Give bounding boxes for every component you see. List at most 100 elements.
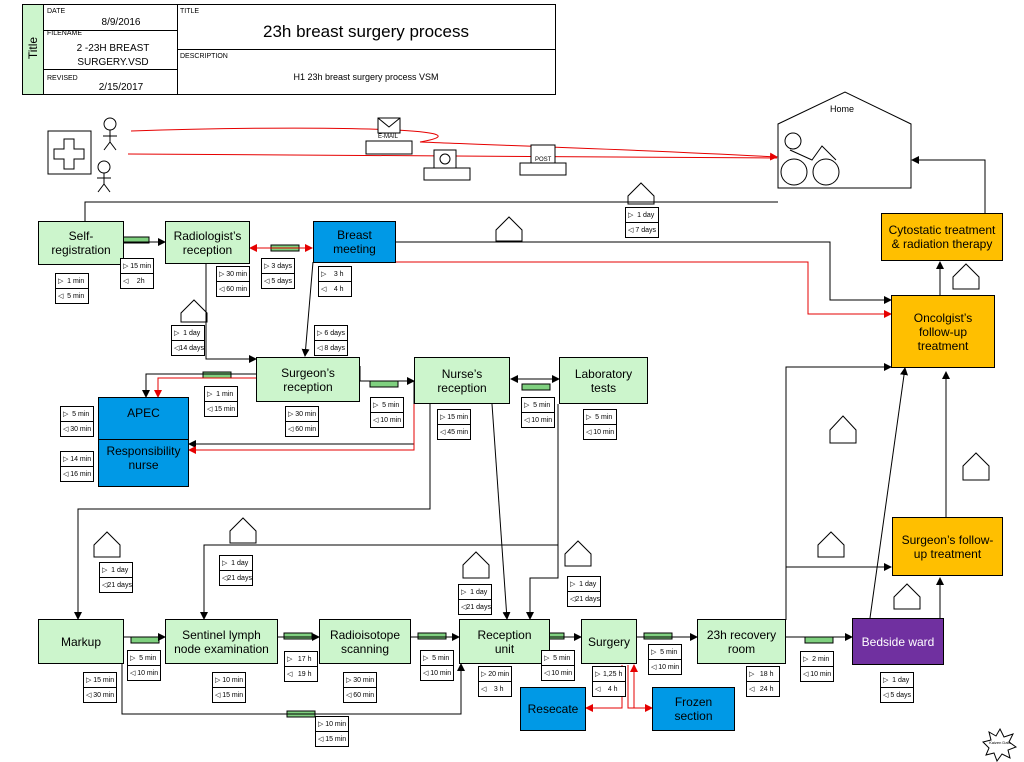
responsibility-nurse-label: Responsibility nurse — [106, 444, 181, 472]
time-box-nurse: ▷15 min◁45 min — [437, 409, 471, 440]
time-box-reception: ▷20 min◁3 h — [478, 666, 512, 697]
time-max: 21 days — [575, 595, 600, 603]
time-max: 60 min — [353, 691, 375, 699]
process-oncologist: Oncolgist’s follow-up treatment — [891, 295, 995, 368]
filename-label: FILENAME — [47, 30, 83, 37]
time-max: 10 min — [658, 663, 680, 671]
time-max: 10 min — [531, 416, 553, 424]
process-surgery: Surgery — [581, 619, 637, 664]
time-min: 5 min — [382, 401, 400, 409]
time-box-surg-to-nurse: ▷5 min◁10 min — [370, 397, 404, 428]
time-box-sentinel: ▷10 min◁15 min — [212, 672, 246, 703]
time-box-rad-to-surg: ▷1 day◁14 days — [171, 325, 205, 356]
time-min: 5 min — [533, 401, 551, 409]
time-max: 21 days — [466, 603, 491, 611]
information-flow-lines — [142, 244, 892, 712]
time-min: 1 day — [231, 559, 249, 567]
time-max: 2h — [136, 277, 145, 285]
time-box-breast: ▷3 h◁4 h — [318, 266, 352, 297]
time-box-markup: ▷15 min◁30 min — [83, 672, 117, 703]
time-box-rad-to-breast: ▷3 days◁5 days — [261, 258, 295, 289]
time-min: 30 min — [226, 270, 248, 278]
time-min: 30 min — [295, 410, 317, 418]
time-min: 14 min — [70, 455, 92, 463]
time-min: 1 day — [579, 580, 597, 588]
process-nurses-reception: Nurse’s reception — [414, 357, 510, 404]
time-box-markup-to-sent: ▷5 min◁10 min — [127, 650, 161, 681]
time-min: 18 h — [759, 670, 774, 678]
time-box-resp-nurse: ▷14 min◁16 min — [60, 451, 94, 482]
process-resecate: Resecate — [520, 687, 586, 731]
kaizen-logo-label: Kaizen Data — [989, 740, 1011, 745]
email-label: E-MAIL — [378, 134, 399, 140]
time-min: 1,25 h — [602, 670, 623, 678]
time-max: 30 min — [70, 425, 92, 433]
time-max: 10 min — [593, 428, 615, 436]
time-min: 20 min — [488, 670, 510, 678]
post-icon — [519, 144, 567, 176]
time-max: 3 h — [493, 685, 504, 693]
time-max: 4 h — [333, 285, 344, 293]
time-min: 1 day — [637, 211, 655, 219]
time-max: 15 min — [325, 735, 347, 743]
time-box-recov-to-bed: ▷2 min◁10 min — [800, 651, 834, 682]
time-box-to-apec: ▷1 min◁15 min — [204, 386, 238, 417]
time-box-surg-rec: ▷30 min◁60 min — [285, 406, 319, 437]
time-box-recovery: ▷18 h◁24 h — [746, 666, 780, 697]
time-box-self-reg: ▷1 min◁5 min — [55, 273, 89, 304]
phone-icon — [423, 149, 471, 181]
apec-label: APEC — [127, 406, 160, 420]
time-box-breast-to-surg: ▷6 days◁8 days — [314, 325, 348, 356]
time-box-nurse-lab: ▷5 min◁10 min — [521, 397, 555, 428]
title-label: TITLE — [180, 8, 200, 15]
time-min: 1 day — [111, 566, 129, 574]
time-box-sent-to-radio: ▷17 h◁19 h — [284, 651, 318, 682]
time-min: 2 min — [812, 655, 830, 663]
time-box-reception-wait1: ▷1 day◁21 days — [458, 584, 492, 615]
filename-value: 2 -23H BREAST SURGERY.VSD — [76, 43, 150, 68]
apec-divider — [99, 439, 188, 440]
time-max: 60 min — [295, 425, 317, 433]
time-max: 10 min — [430, 669, 452, 677]
time-box-sentinel-wait: ▷1 day◁21 days — [219, 555, 253, 586]
date-label: DATE — [47, 8, 66, 15]
time-max: 10 min — [551, 669, 573, 677]
time-min: 17 h — [297, 655, 312, 663]
process-self-registration: Self- registration — [38, 221, 124, 265]
title-value: 23h breast surgery process — [263, 22, 469, 41]
time-max: 30 min — [93, 691, 115, 699]
time-min: 15 min — [93, 676, 115, 684]
time-max: 15 min — [222, 691, 244, 699]
process-cytostatic: Cytostatic treatment & radiation therapy — [881, 213, 1003, 261]
process-laboratory-tests: Laboratory tests — [559, 357, 648, 404]
process-sentinel: Sentinel lymph node examination — [165, 619, 278, 664]
time-max: 8 days — [324, 344, 345, 352]
time-box-markup-wait: ▷1 day◁21 days — [99, 562, 133, 593]
time-max: 14 days — [179, 344, 204, 352]
operator-icon — [97, 117, 117, 193]
process-breast-meeting: Breast meeting — [313, 221, 396, 263]
time-min: 10 min — [325, 720, 347, 728]
post-label: POST — [535, 157, 552, 163]
time-max: 16 min — [70, 470, 92, 478]
time-min: 5 min — [595, 413, 613, 421]
material-flow-lines — [74, 156, 986, 715]
time-max: 4 h — [607, 685, 618, 693]
time-min: 5 min — [139, 654, 157, 662]
time-box-surg-to-recov: ▷5 min◁10 min — [648, 644, 682, 675]
time-box-lab: ▷5 min◁10 min — [583, 409, 617, 440]
revised-value: 2/15/2017 — [98, 82, 144, 93]
title-side-label: Title — [26, 36, 40, 60]
time-max: 10 min — [137, 669, 159, 677]
time-box-apec: ▷5 min◁30 min — [60, 406, 94, 437]
date-value: 8/9/2016 — [101, 17, 141, 28]
time-max: 21 days — [107, 581, 132, 589]
time-min: 6 days — [324, 329, 345, 337]
process-frozen-section: Frozen section — [652, 687, 735, 731]
time-min: 3 h — [333, 270, 344, 278]
time-min: 10 min — [222, 676, 244, 684]
time-box-bottom: ▷10 min◁15 min — [315, 716, 349, 747]
time-max: 10 min — [810, 670, 832, 678]
time-max: 21 days — [227, 574, 252, 582]
